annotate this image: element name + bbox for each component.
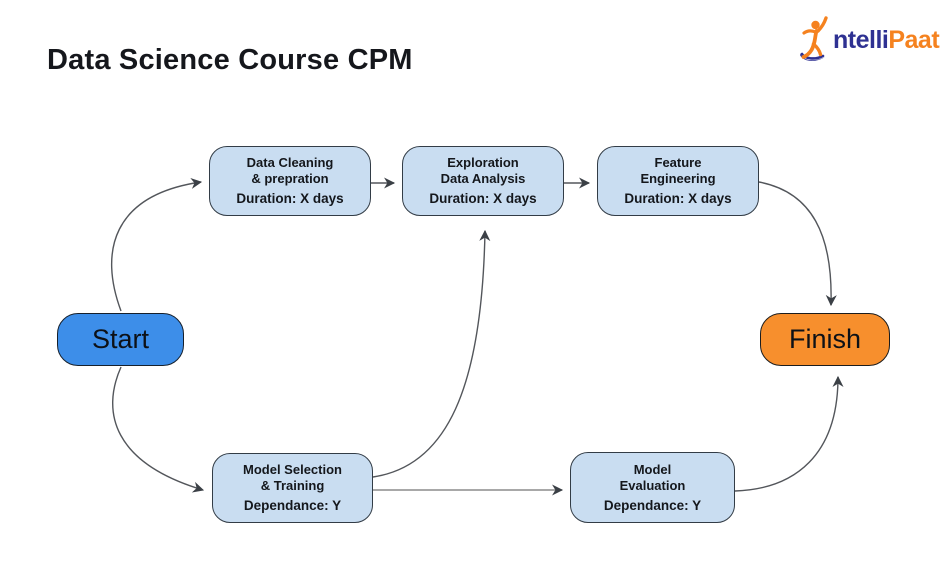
logo-text-blue: ntelli [833, 25, 889, 54]
logo-text-orange: Paat [888, 25, 940, 54]
node-finish: Finish [760, 313, 890, 366]
node-model-evaluation: Model Evaluation Dependance: Y [570, 452, 735, 523]
node-title: Engineering [640, 171, 716, 186]
node-exploration-data-analysis: Exploration Data Analysis Duration: X da… [402, 146, 564, 216]
node-feature-engineering: Feature Engineering Duration: X days [597, 146, 759, 216]
intellipaat-logo: ntelli Paat [799, 16, 940, 64]
node-title: Model Selection [243, 462, 342, 477]
node-subtitle: Duration: X days [624, 191, 732, 206]
node-model-selection-training: Model Selection & Training Dependance: Y [212, 453, 373, 523]
node-subtitle: Duration: X days [236, 191, 344, 206]
node-subtitle: Dependance: Y [243, 498, 342, 513]
node-subtitle: Duration: X days [429, 191, 537, 206]
node-title: Data Cleaning [246, 155, 334, 170]
node-subtitle: Dependance: Y [603, 497, 702, 513]
logo-figure-icon [800, 16, 828, 61]
edge-start-datacleaning [110, 177, 203, 312]
edge-modelevaluation-finish [734, 375, 844, 492]
node-title: & prepration [251, 171, 329, 186]
edge-feature-finish [758, 181, 837, 307]
node-start: Start [57, 313, 184, 366]
edge-start-modelselection [112, 366, 205, 493]
node-title: Data Analysis [440, 171, 526, 186]
node-start-label: Start [91, 324, 150, 354]
page-title: Data Science Course CPM [47, 44, 413, 76]
node-title: Feature [654, 155, 702, 170]
node-data-cleaning: Data Cleaning & prepration Duration: X d… [209, 146, 371, 216]
node-title: & Training [260, 478, 325, 493]
edge-modelselection-exploration [372, 229, 491, 478]
node-title: Exploration [447, 155, 519, 170]
node-title: Model [633, 461, 672, 477]
node-title: Evaluation [619, 477, 686, 493]
node-finish-label: Finish [788, 324, 862, 354]
